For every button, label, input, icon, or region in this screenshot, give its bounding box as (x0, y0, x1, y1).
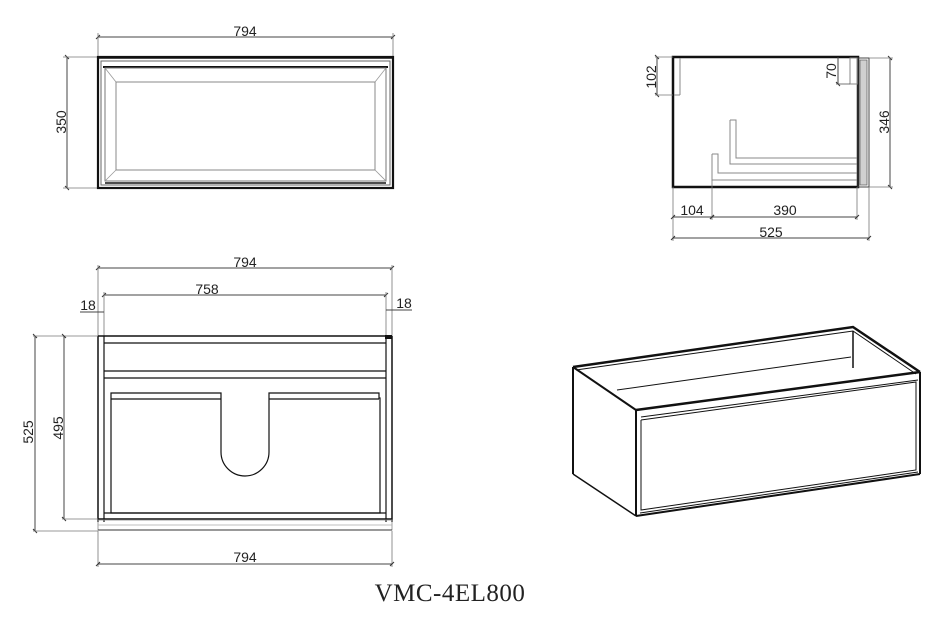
front-overall-width-label: 794 (233, 254, 257, 270)
side-drawer-depth-label: 390 (773, 202, 797, 218)
top-depth-label: 350 (53, 110, 69, 134)
side-total-depth-label: 525 (759, 224, 783, 240)
model-code-title: VMC-4EL800 (0, 580, 936, 608)
front-view: 794 758 18 18 525 (20, 254, 412, 567)
front-right-panel-label: 18 (396, 295, 412, 311)
top-view: 794 350 (53, 23, 396, 191)
side-rail-label: 70 (823, 63, 839, 79)
isometric-view (572, 325, 921, 517)
front-left-panel-label: 18 (80, 297, 96, 313)
front-total-height-label: 525 (20, 420, 36, 444)
side-height-label: 346 (876, 110, 892, 134)
top-width-label: 794 (233, 23, 257, 39)
front-inner-width-label: 758 (195, 281, 219, 297)
side-upper-gap-label: 102 (643, 65, 659, 89)
side-front-offset-label: 104 (680, 202, 704, 218)
front-body-height-label: 495 (50, 416, 66, 440)
front-bottom-width-label: 794 (233, 549, 257, 565)
side-view: 102 70 346 104 390 525 (643, 54, 893, 241)
model-code-text: VMC-4EL800 (374, 580, 526, 607)
